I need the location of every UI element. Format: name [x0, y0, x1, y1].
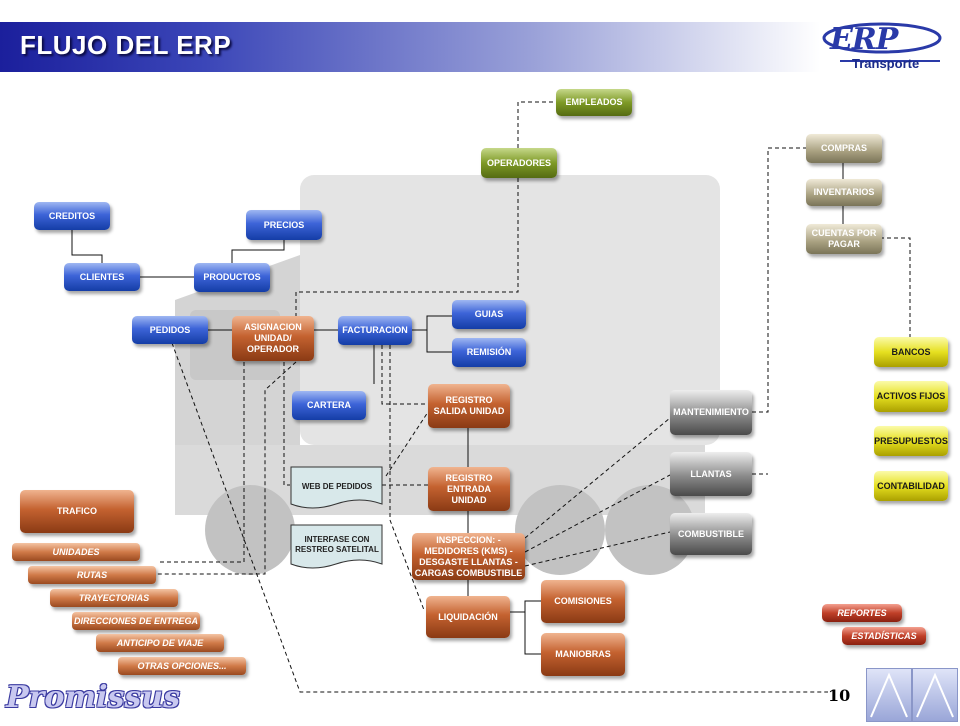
node-productos[interactable]: PRODUCTOS: [194, 263, 270, 292]
node-combustible[interactable]: COMBUSTIBLE: [670, 513, 752, 555]
node-creditos[interactable]: CREDITOS: [34, 202, 110, 230]
node-asignacion[interactable]: ASIGNACION UNIDAD/ OPERADOR: [232, 316, 314, 361]
node-inspeccion[interactable]: INSPECCION: -MEDIDORES (KMS) -DESGASTE L…: [412, 533, 525, 580]
node-llantas[interactable]: LLANTAS: [670, 452, 752, 496]
trafico-option-anticipo[interactable]: ANTICIPO DE VIAJE: [96, 634, 224, 652]
node-reportes[interactable]: REPORTES: [822, 604, 902, 622]
node-pedidos[interactable]: PEDIDOS: [132, 316, 208, 344]
node-clientes[interactable]: CLIENTES: [64, 263, 140, 291]
chevron-right-icon: [916, 672, 954, 718]
nav-prev-button[interactable]: [866, 668, 912, 722]
web-pedidos-shape: [290, 466, 383, 509]
node-facturacion[interactable]: FACTURACION: [338, 316, 412, 345]
node-presupuestos[interactable]: PRESUPUESTOS: [874, 426, 948, 456]
logo-brand: ERP: [830, 22, 898, 57]
node-bancos[interactable]: BANCOS: [874, 337, 948, 367]
node-inventarios[interactable]: INVENTARIOS: [806, 179, 882, 206]
node-guias[interactable]: GUIAS: [452, 300, 526, 329]
trafico-option-direcciones[interactable]: DIRECCIONES DE ENTREGA: [72, 612, 200, 630]
node-remision[interactable]: REMISIÓN: [452, 338, 526, 367]
node-empleados[interactable]: EMPLEADOS: [556, 89, 632, 116]
page-number: 10: [828, 686, 851, 705]
trafico-option-otras[interactable]: OTRAS OPCIONES...: [118, 657, 246, 675]
nav-next-button[interactable]: [912, 668, 958, 722]
node-compras[interactable]: COMPRAS: [806, 134, 882, 163]
node-registro-entrada[interactable]: REGISTRO ENTRADA UNIDAD: [428, 467, 510, 511]
node-activos-fijos[interactable]: ACTIVOS FIJOS: [874, 381, 948, 412]
node-maniobras[interactable]: MANIOBRAS: [541, 633, 625, 676]
node-operadores[interactable]: OPERADORES: [481, 148, 557, 178]
page-title: FLUJO DEL ERP: [20, 30, 232, 60]
node-mantenimiento[interactable]: MANTENIMIENTO: [670, 390, 752, 435]
logo-subtitle: Transporte: [852, 56, 920, 71]
node-cuentas-por-pagar[interactable]: CUENTAS POR PAGAR: [806, 224, 882, 254]
interfase-shape: [290, 524, 383, 569]
node-registro-salida[interactable]: REGISTRO SALIDA UNIDAD: [428, 384, 510, 428]
trafico-option-rutas[interactable]: RUTAS: [28, 566, 156, 584]
trafico-option-unidades[interactable]: UNIDADES: [12, 543, 140, 561]
node-interfase[interactable]: INTERFASE CON RESTREO SATELITAL: [295, 535, 379, 554]
erp-logo: ERP Transporte: [820, 20, 958, 74]
trafico-option-trayectorias[interactable]: TRAYECTORIAS: [50, 589, 178, 607]
node-liquidacion[interactable]: LIQUIDACIÓN: [426, 596, 510, 638]
node-comisiones[interactable]: COMISIONES: [541, 580, 625, 623]
node-web-pedidos[interactable]: WEB DE PEDIDOS: [301, 482, 373, 491]
promissus-logo: Promissus: [6, 680, 180, 715]
title-bar: [0, 22, 820, 72]
node-cartera[interactable]: CARTERA: [292, 391, 366, 420]
node-estadisticas[interactable]: ESTADÍSTICAS: [842, 627, 926, 645]
node-contabilidad[interactable]: CONTABILIDAD: [874, 471, 948, 501]
node-precios[interactable]: PRECIOS: [246, 210, 322, 240]
chevron-left-icon: [870, 672, 908, 718]
node-trafico[interactable]: TRAFICO: [20, 490, 134, 533]
